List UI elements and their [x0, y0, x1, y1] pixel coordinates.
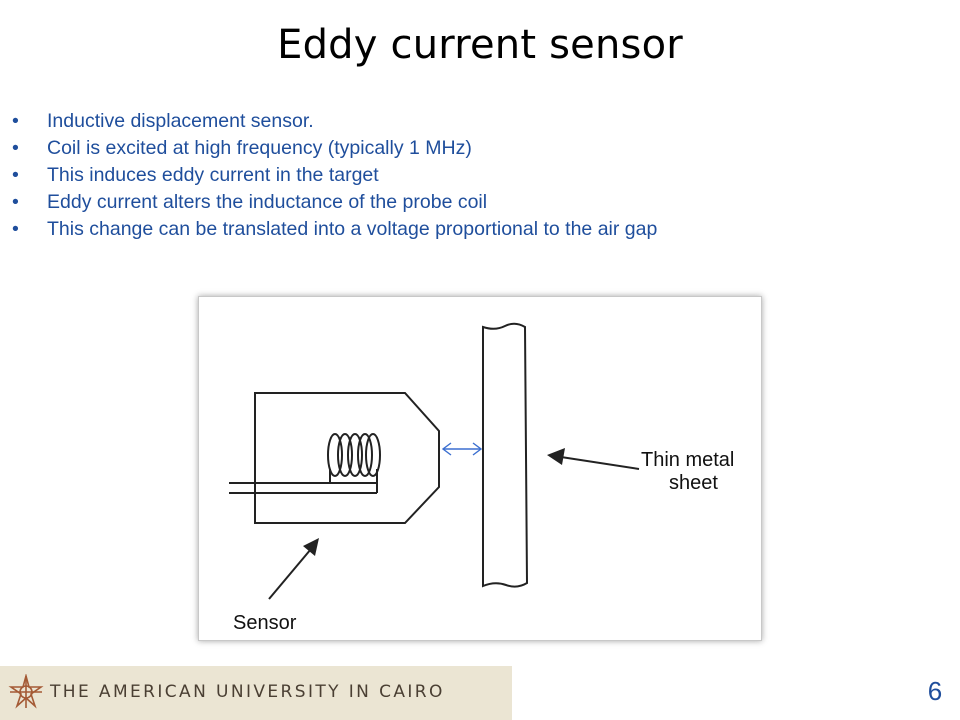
sensor-pointer-line: [268, 548, 312, 600]
institution-name: THE AMERICAN UNIVERSITY IN CAIRO: [50, 682, 445, 702]
coil-loop: [347, 433, 363, 477]
slide-title: Eddy current sensor: [277, 22, 683, 68]
bullet-icon: •: [12, 110, 19, 132]
coil-loop: [357, 433, 373, 477]
sheet-pointer-line: [560, 456, 640, 470]
footer-band: THE AMERICAN UNIVERSITY IN CAIRO: [0, 666, 512, 720]
sheet-label-line1: Thin metal: [641, 449, 734, 471]
bullet-icon: •: [12, 218, 19, 240]
auc-star-logo-icon: [8, 674, 44, 709]
sensor-label: Sensor: [233, 612, 297, 634]
metal-sheet: [482, 322, 529, 588]
sensor-pointer-arrowhead: [303, 538, 319, 556]
sensor-diagram-drawing: Thin metal sheet Sensor: [229, 322, 734, 634]
sensor-diagram: Thin metal sheet Sensor: [198, 296, 762, 641]
sensor-housing: [254, 392, 440, 524]
coil-loop: [337, 433, 353, 477]
air-gap-arrow-icon: [441, 442, 483, 456]
bullet-icon: •: [12, 137, 19, 159]
sheet-label-line2: sheet: [669, 472, 718, 494]
bullet-icon: •: [12, 191, 19, 213]
coil-loop: [327, 433, 343, 477]
page-number: 6: [927, 676, 943, 706]
sheet-pointer-arrowhead: [547, 448, 565, 465]
bullet-icon: •: [12, 164, 19, 186]
coil-loop: [365, 433, 381, 477]
